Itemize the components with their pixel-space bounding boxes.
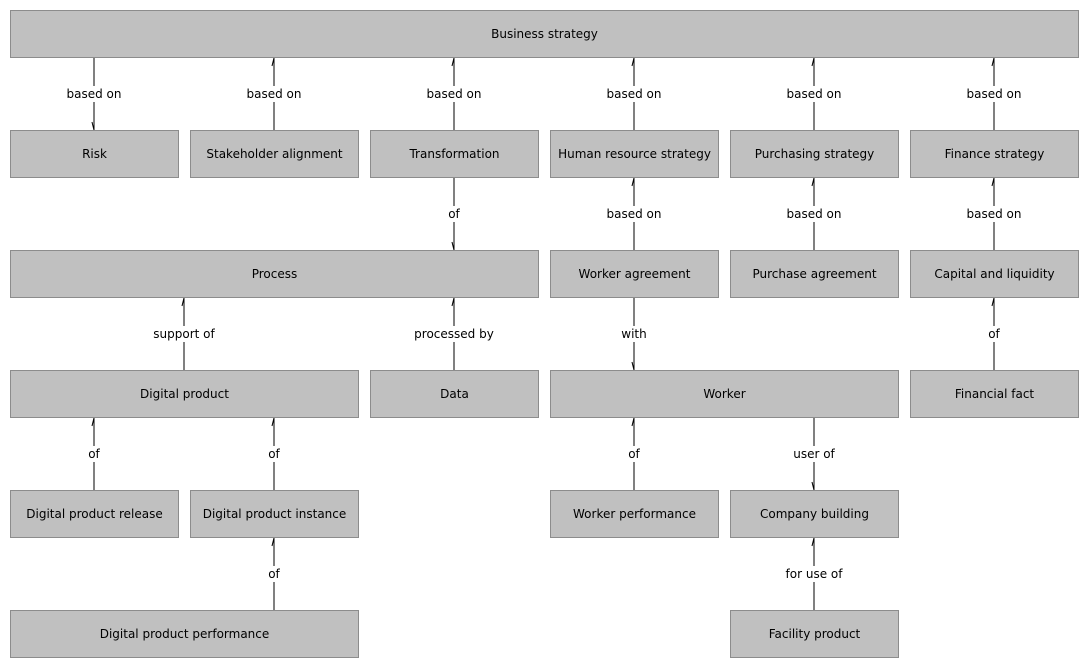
edge-label-performance-of: of <box>266 566 282 582</box>
arrowhead-transformation-based-on <box>451 57 455 67</box>
edge-label-release-of: of <box>86 446 102 462</box>
arrowhead-performance-of <box>271 537 275 547</box>
node-worker[interactable]: Worker <box>550 370 899 418</box>
node-risk[interactable]: Risk <box>10 130 179 178</box>
node-transformation[interactable]: Transformation <box>370 130 539 178</box>
arrowhead-with <box>631 361 635 371</box>
node-financial-fact[interactable]: Financial fact <box>910 370 1079 418</box>
node-process[interactable]: Process <box>10 250 539 298</box>
edge-label-worker-performance-of: of <box>626 446 642 462</box>
node-human-resource-strategy[interactable]: Human resource strategy <box>550 130 719 178</box>
edge-label-transformation-of: of <box>446 206 462 222</box>
edge-label-processed-by: processed by <box>412 326 496 342</box>
edge-label-for-use-of: for use of <box>783 566 845 582</box>
arrowhead-hr-based-on <box>631 57 635 67</box>
node-purchasing-strategy[interactable]: Purchasing strategy <box>730 130 899 178</box>
node-company-building[interactable]: Company building <box>730 490 899 538</box>
arrowhead-purchase-agreement-based-on <box>811 177 815 187</box>
arrowhead-financial-fact-of <box>991 297 995 307</box>
edge-label-financial-fact-of: of <box>986 326 1002 342</box>
edge-label-purchase-agreement-based-on: based on <box>784 206 844 222</box>
arrowhead-for-use-of <box>811 537 815 547</box>
arrowhead-capital-based-on <box>991 177 995 187</box>
node-digital-product-release[interactable]: Digital product release <box>10 490 179 538</box>
edge-label-finance-based-on: based on <box>964 86 1024 102</box>
arrowhead-support-of <box>181 297 185 307</box>
edge-label-capital-based-on: based on <box>964 206 1024 222</box>
node-digital-product-performance[interactable]: Digital product performance <box>10 610 359 658</box>
node-capital-and-liquidity[interactable]: Capital and liquidity <box>910 250 1079 298</box>
arrowhead-transformation-of <box>451 241 455 251</box>
arrowhead-finance-based-on <box>991 57 995 67</box>
node-data[interactable]: Data <box>370 370 539 418</box>
edge-label-purchasing-based-on: based on <box>784 86 844 102</box>
edge-label-transformation-based-on: based on <box>424 86 484 102</box>
node-digital-product[interactable]: Digital product <box>10 370 359 418</box>
node-purchase-agreement[interactable]: Purchase agreement <box>730 250 899 298</box>
node-facility-product[interactable]: Facility product <box>730 610 899 658</box>
edge-label-user-of: user of <box>791 446 837 462</box>
edge-label-worker-agreement-based-on: based on <box>604 206 664 222</box>
node-finance-strategy[interactable]: Finance strategy <box>910 130 1079 178</box>
arrowhead-instance-of <box>271 417 275 427</box>
node-stakeholder-alignment[interactable]: Stakeholder alignment <box>190 130 359 178</box>
arrowhead-stakeholder-based-on <box>271 57 275 67</box>
node-worker-performance[interactable]: Worker performance <box>550 490 719 538</box>
arrowhead-release-of <box>91 417 95 427</box>
edge-label-support-of: support of <box>151 326 217 342</box>
node-business-strategy[interactable]: Business strategy <box>10 10 1079 58</box>
arrowhead-user-of <box>811 481 815 491</box>
arrowhead-purchasing-based-on <box>811 57 815 67</box>
edge-label-hr-based-on: based on <box>604 86 664 102</box>
edge-label-with: with <box>619 326 649 342</box>
arrowhead-risk-based-on <box>91 121 95 131</box>
edge-label-risk-based-on: based on <box>64 86 124 102</box>
arrowhead-worker-agreement-based-on <box>631 177 635 187</box>
node-worker-agreement[interactable]: Worker agreement <box>550 250 719 298</box>
arrowhead-processed-by <box>451 297 455 307</box>
edge-label-stakeholder-based-on: based on <box>244 86 304 102</box>
node-digital-product-instance[interactable]: Digital product instance <box>190 490 359 538</box>
arrowhead-worker-performance-of <box>631 417 635 427</box>
edge-label-instance-of: of <box>266 446 282 462</box>
